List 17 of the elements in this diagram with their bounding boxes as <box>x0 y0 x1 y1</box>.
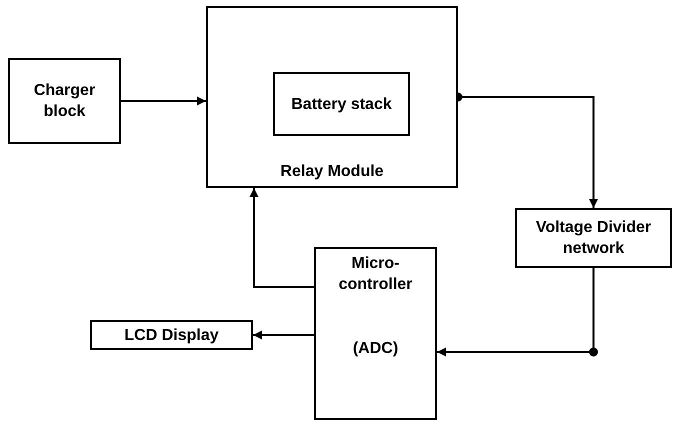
block-label: Charger block <box>32 81 96 122</box>
block-label: Voltage Divider network <box>534 218 652 259</box>
block-label: Battery stack <box>291 94 392 114</box>
block-box <box>206 6 458 188</box>
block-label: LCD Display <box>124 326 219 346</box>
arrow <box>253 330 314 340</box>
block-box <box>314 247 437 420</box>
block-box <box>8 58 121 144</box>
block-box <box>515 208 672 268</box>
block-box <box>90 320 253 350</box>
arrow <box>250 188 314 288</box>
block-label: Micro- controller <box>338 254 414 295</box>
block-box <box>273 72 410 136</box>
arrow <box>121 96 206 106</box>
block-label: (ADC) <box>352 339 398 359</box>
block-label: Relay Module <box>280 162 384 182</box>
arrow <box>437 268 594 356</box>
